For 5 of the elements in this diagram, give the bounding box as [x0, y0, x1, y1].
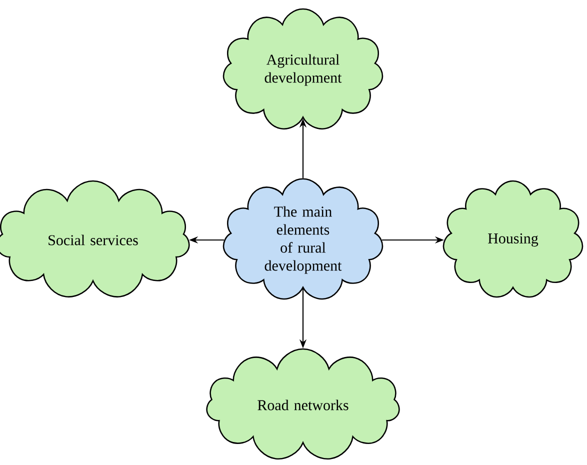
central-cloud: The main elements of rural development — [222, 178, 384, 300]
topic-cloud: Housing — [442, 180, 584, 298]
topic-cloud: Road networks — [206, 348, 400, 460]
topic-cloud: Social services — [0, 180, 190, 298]
topic-cloud: Agricultural development — [222, 8, 384, 130]
